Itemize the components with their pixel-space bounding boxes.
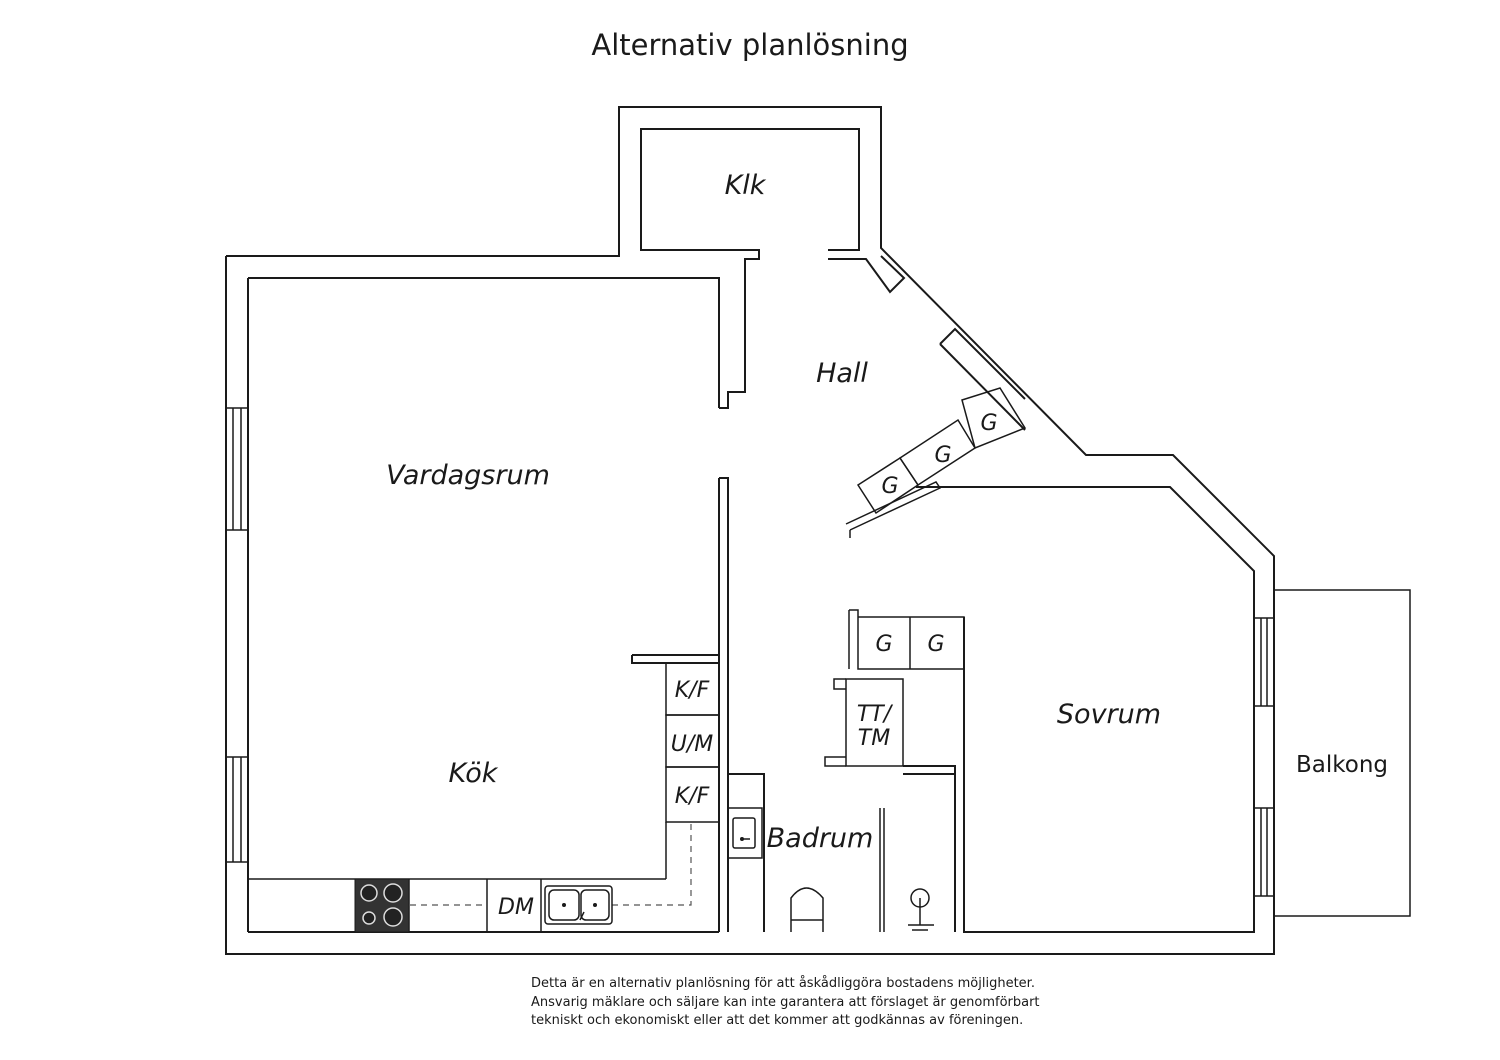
disclaimer-line: Detta är en alternativ planlösning för a… — [531, 976, 1035, 991]
balcony-outline — [1273, 589, 1411, 917]
page-title: Alternativ planlösning — [591, 28, 909, 62]
wardrobe-label: G — [927, 632, 944, 657]
windows — [225, 407, 1275, 897]
fridge-freezer-label: K/F — [675, 784, 710, 809]
shower-icon — [879, 808, 934, 932]
room-label-balkong: Balkong — [1296, 752, 1388, 778]
disclaimer-line: tekniskt och ekonomiskt eller att det ko… — [531, 1013, 1024, 1028]
kitchen-sink-icon — [544, 885, 613, 925]
room-label-vardagsrum: Vardagsrum — [386, 460, 550, 491]
fridge-freezer-label: K/F — [675, 678, 710, 703]
bathroom-fixtures — [727, 807, 934, 932]
toilet-icon — [790, 887, 824, 932]
dryer-label: TT/ — [857, 702, 894, 727]
washbasin-icon — [727, 807, 763, 859]
room-label-hall: Hall — [816, 358, 868, 389]
wardrobe-label: G — [881, 474, 898, 499]
washer-label: TM — [858, 726, 890, 751]
disclaimer-line: Ansvarig mäklare och säljare kan inte ga… — [531, 994, 1040, 1010]
room-label-klk: Klk — [725, 170, 767, 201]
outer-walls — [225, 106, 1275, 955]
disclaimer: Detta är en alternativ planlösning för a… — [531, 975, 1151, 1031]
bedroom-wardrobes — [824, 609, 965, 767]
room-label-sovrum: Sovrum — [1057, 699, 1161, 730]
hall-wardrobes — [845, 387, 1027, 538]
room-label-badrum: Badrum — [767, 823, 874, 854]
oven-microwave-label: U/M — [671, 732, 714, 757]
room-label-kok: Kök — [449, 758, 499, 789]
dishwasher-label: DM — [498, 895, 534, 920]
wardrobe-label: G — [875, 632, 892, 657]
wardrobe-label: G — [934, 443, 951, 468]
kitchen-units — [248, 662, 720, 933]
wardrobe-label: G — [980, 411, 997, 436]
